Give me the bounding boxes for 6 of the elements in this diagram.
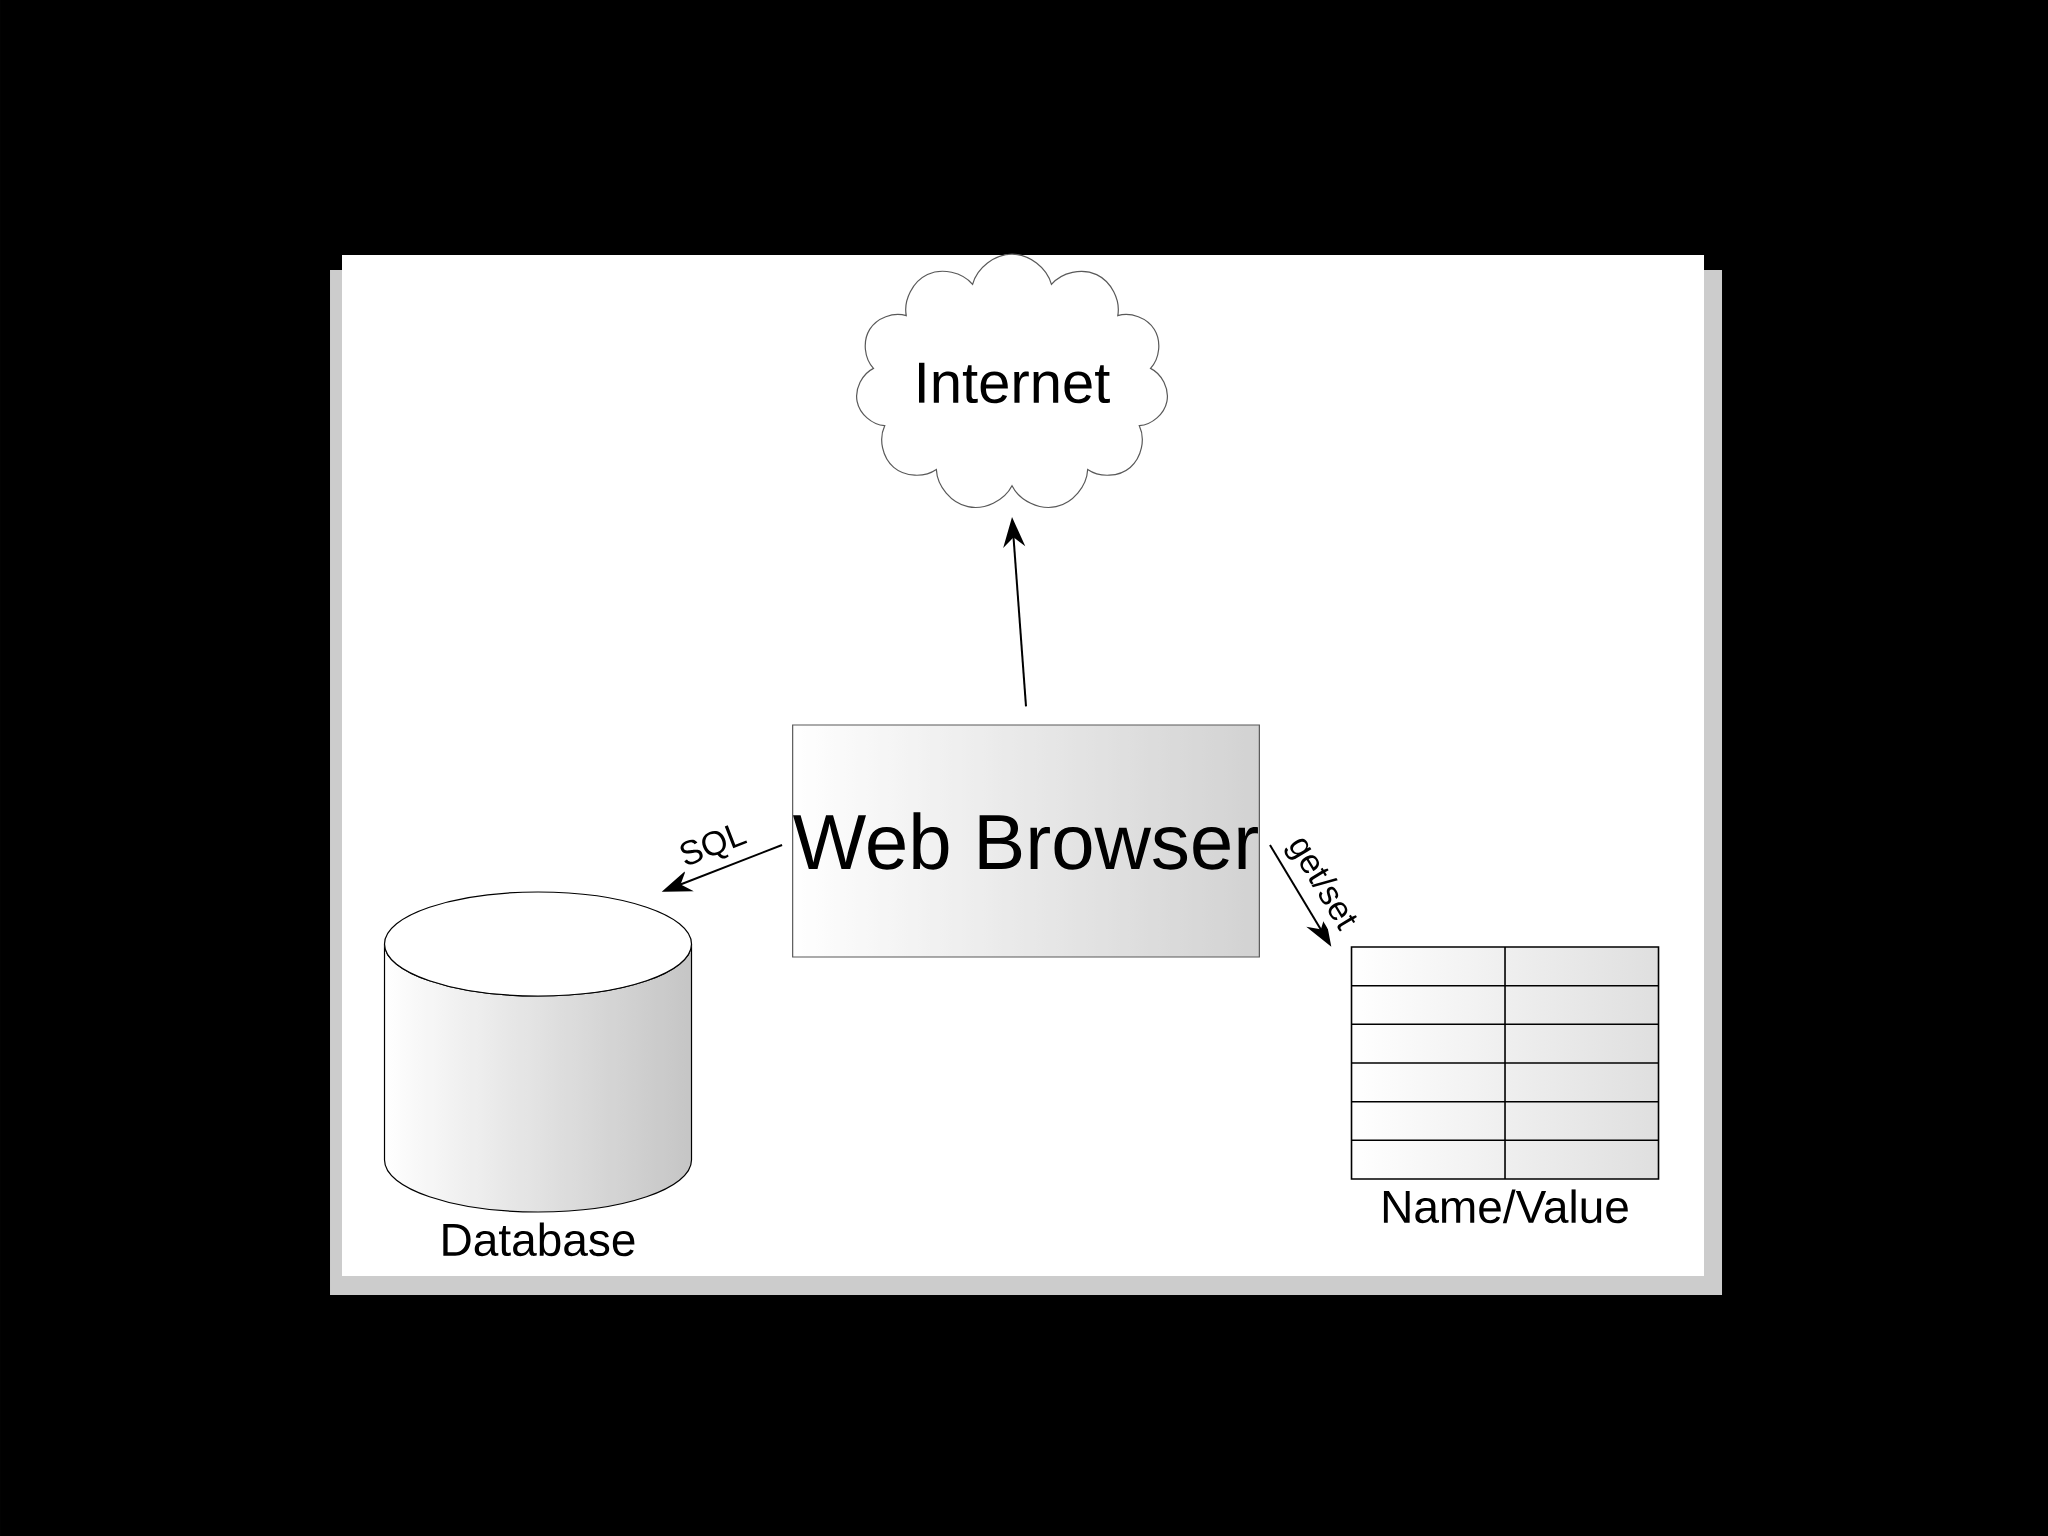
caption-text: Database (443, 1222, 635, 1257)
edge-label: SQL (680, 825, 748, 865)
database-cylinder (383, 891, 693, 1213)
caption-text: Name/Value (1383, 1189, 1628, 1224)
table-grid (1350, 946, 1660, 1180)
process-box: Web Browser (792, 724, 1260, 958)
